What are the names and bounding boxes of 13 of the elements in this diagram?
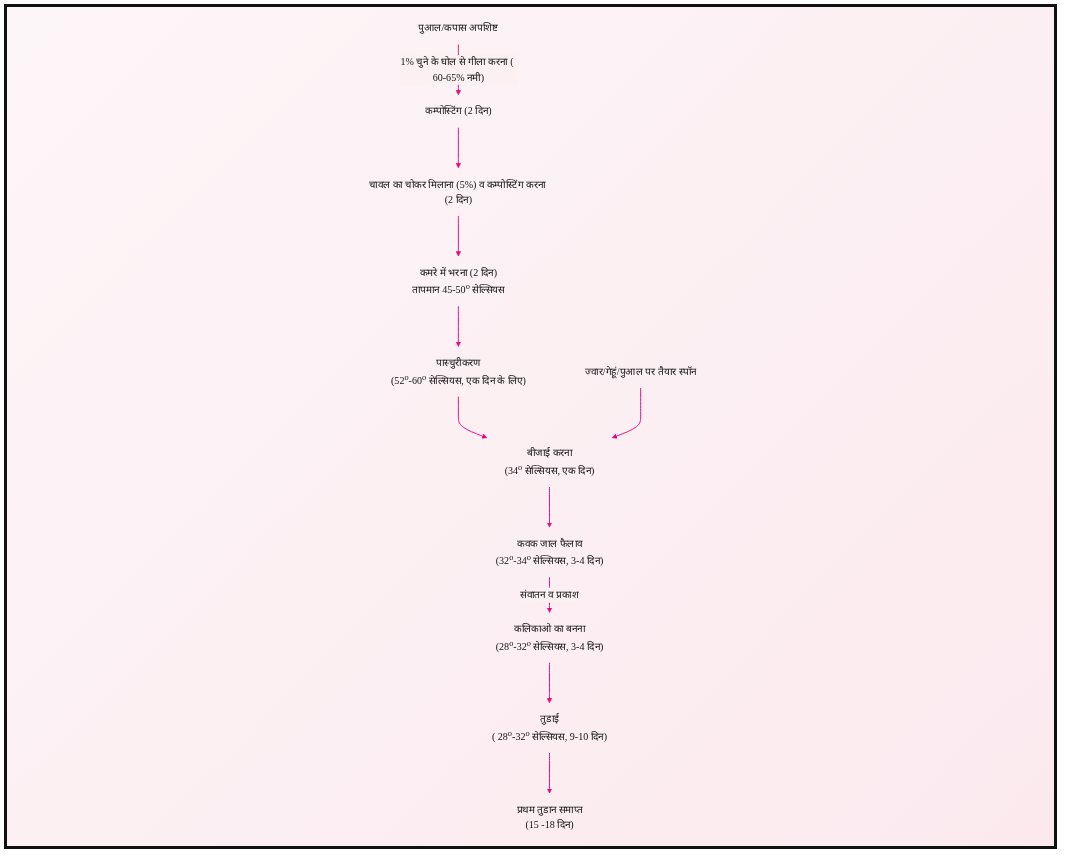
node-text: पास्चुरीकरण (52$^{o}$-60$^{o}$ सेल्सियस, एक दिन के लिए) [391, 357, 527, 386]
node-text: पुआल/कपास अपशिष्ट [418, 22, 499, 34]
edge-label: 1% चुने के घोल से गीला करना ( 60-65% नमी) [401, 56, 515, 83]
node-text: कमरे में भरना (2 दिन) तापमान 45-50$^{o}$ सेल्सियस [412, 266, 506, 296]
node-text: चावल का चोकर मिलाना (5%) व कम्पोस्टिंग करना (2 दिन) [369, 178, 547, 205]
node-text: तुडाई ( 28$^{o}$-32$^{o}$ सेल्सियस, 9-10 दिन) [492, 713, 608, 743]
node-text: कलिकाओ का बनना (28$^{o}$-32$^{o}$ सेल्सियस, 3-4 दिन) [496, 623, 604, 652]
node-text: ज्वार/गेहूं/पुआल पर तैयार स्पॉन [585, 365, 697, 378]
node-text: कवक जाल फैलाव (32$^{o}$-34$^{o}$ सेल्सियस, 3-4 दिन) [496, 537, 604, 567]
node-text: कम्पोस्टिंग (2 दिन) [425, 105, 493, 117]
node-text: बीजाई करना (34$^{o}$ सेल्सियस, एक दिन) [505, 447, 595, 477]
edge-label: संवातन व प्रकाश [520, 589, 580, 601]
node-text: प्रथम तुडान समाप्त (15 -18 दिन) [517, 803, 583, 831]
